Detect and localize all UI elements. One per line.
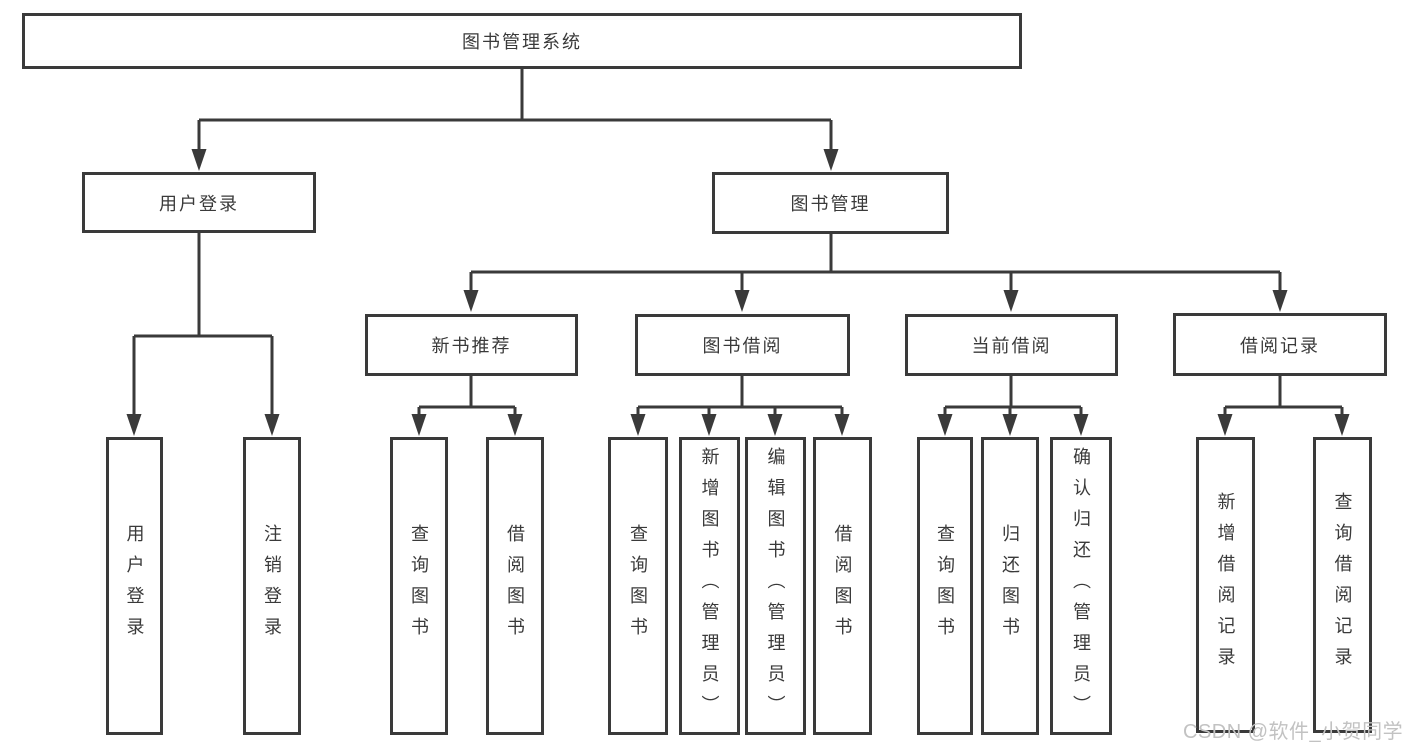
- node-label: 图书管理: [790, 194, 871, 214]
- node-library-management-system: 图书管理系统: [22, 13, 1022, 69]
- node-label: 确认归还（管理员）: [1071, 446, 1091, 726]
- node-label: 图书管理系统: [462, 32, 582, 52]
- node-label: 注销登录: [262, 524, 282, 648]
- node-user-login: 用户登录: [82, 172, 316, 233]
- node-label: 归还图书: [1000, 524, 1020, 648]
- csdn-watermark: CSDN @软件_小贺同学: [1183, 721, 1404, 743]
- node-borrow-books-recommend: 借阅图书: [486, 437, 544, 735]
- node-label: 查询图书: [935, 524, 955, 648]
- node-label: 当前借阅: [971, 336, 1052, 356]
- node-label: 编辑图书（管理员）: [765, 446, 786, 726]
- node-query-books-current: 查询图书: [917, 437, 973, 735]
- node-logout-leaf: 注销登录: [243, 437, 301, 735]
- node-label: 查询图书: [409, 524, 429, 648]
- node-label: 图书借阅: [702, 336, 783, 356]
- node-add-borrow-record: 新增借阅记录: [1196, 437, 1255, 733]
- node-label: 新增图书（管理员）: [699, 446, 720, 726]
- node-user-login-leaf: 用户登录: [106, 437, 163, 735]
- node-current-borrowing: 当前借阅: [905, 314, 1118, 376]
- node-borrowing-records: 借阅记录: [1173, 313, 1387, 376]
- node-label: 用户登录: [159, 193, 239, 214]
- node-label: 借阅图书: [505, 524, 525, 648]
- node-label: 用户登录: [124, 524, 145, 648]
- node-add-books-admin: 新增图书（管理员）: [679, 437, 740, 735]
- node-new-book-recommendation: 新书推荐: [365, 314, 578, 376]
- node-label: 借阅记录: [1240, 335, 1320, 356]
- node-borrow-books-leaf: 借阅图书: [813, 437, 872, 735]
- node-label: 新增借阅记录: [1215, 492, 1236, 678]
- node-query-books-recommend: 查询图书: [390, 437, 448, 735]
- node-return-books: 归还图书: [981, 437, 1039, 735]
- node-edit-books-admin: 编辑图书（管理员）: [745, 437, 806, 735]
- node-label: 新书推荐: [431, 336, 512, 356]
- node-label: 借阅图书: [832, 524, 853, 648]
- node-confirm-return-admin: 确认归还（管理员）: [1050, 437, 1112, 735]
- node-book-management: 图书管理: [712, 172, 949, 234]
- node-book-borrowing: 图书借阅: [635, 314, 850, 376]
- node-query-books-borrow: 查询图书: [608, 437, 668, 735]
- node-query-borrow-record: 查询借阅记录: [1313, 437, 1372, 733]
- node-label: 查询借阅记录: [1332, 492, 1353, 678]
- node-label: 查询图书: [628, 524, 648, 648]
